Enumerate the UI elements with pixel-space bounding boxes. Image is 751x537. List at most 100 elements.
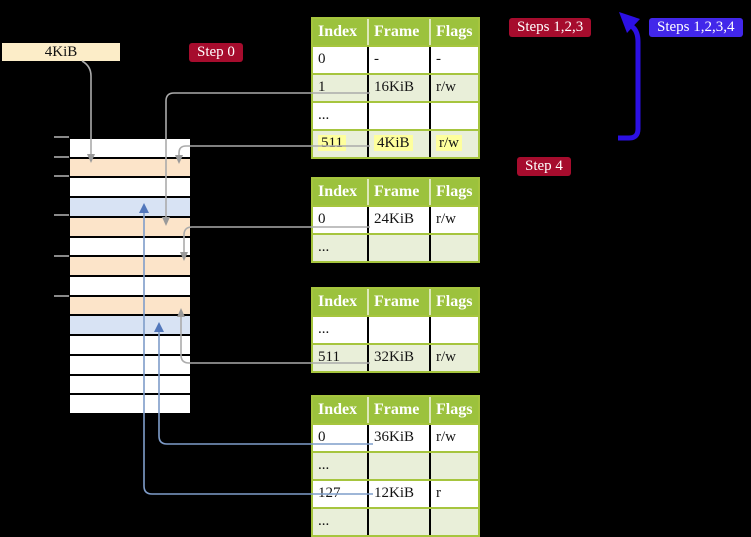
index-cell: ... <box>318 457 330 473</box>
flags-cell: r/w <box>429 75 478 101</box>
table-row: ... <box>313 451 478 479</box>
memory-frame-row-2 <box>70 178 190 199</box>
physical-memory-stack <box>70 137 190 416</box>
axis-tick <box>54 214 69 216</box>
flags-cell <box>429 453 478 479</box>
index-cell: ... <box>318 513 330 529</box>
memory-frame-row-13 <box>70 395 190 416</box>
highlight: 511 <box>318 135 346 151</box>
table-header-row: Index Frame Flags <box>313 289 478 315</box>
index-cell: 127 <box>318 485 341 501</box>
table-row: 0 36KiB r/w <box>313 423 478 451</box>
frame-cell <box>367 103 429 129</box>
recursive-arrow-shaft <box>618 23 641 141</box>
table-row: 127 12KiB r <box>313 479 478 507</box>
memory-frame-row-3 <box>70 198 190 218</box>
column-header: Index <box>318 401 358 418</box>
index-cell: 0 <box>318 429 326 445</box>
memory-frame-row-6 <box>70 257 190 278</box>
table-row: ... <box>313 233 478 261</box>
axis-tick <box>54 175 69 177</box>
index-cell: 511 <box>313 131 367 157</box>
table-header-row: Index Frame Flags <box>313 19 478 45</box>
frame-cell <box>367 317 429 343</box>
frame-cell: 16KiB <box>367 75 429 101</box>
flags-cell: r/w <box>429 131 478 157</box>
memory-frame-row-10 <box>70 336 190 356</box>
memory-frame-row-8 <box>70 296 190 317</box>
column-header: Frame <box>367 289 429 315</box>
memory-frame-row-0 <box>70 139 190 159</box>
column-header: Index <box>318 183 358 200</box>
column-header: Frame <box>367 19 429 45</box>
step-4-badge: Step 4 <box>517 157 571 176</box>
frame-4kib-label-box: 4KiB <box>2 43 120 61</box>
table-row-highlighted: 511 4KiB r/w <box>313 129 478 157</box>
flags-cell: - <box>429 47 478 73</box>
index-cell: 1 <box>318 79 326 95</box>
memory-frame-row-12 <box>70 375 190 396</box>
steps-1234-badge: Steps 1,2,3,4 <box>649 18 743 37</box>
page-table-2: Index Frame Flags 0 24KiB r/w ... <box>311 177 480 263</box>
index-cell: 0 <box>318 211 326 227</box>
table-row: ... <box>313 507 478 535</box>
flags-cell: r <box>429 481 478 507</box>
frame-cell: 32KiB <box>367 345 429 371</box>
table-header-row: Index Frame Flags <box>313 179 478 205</box>
table-header-row: Index Frame Flags <box>313 397 478 423</box>
frame-cell <box>367 509 429 535</box>
memory-frame-row-1 <box>70 158 190 179</box>
table-row: ... <box>313 315 478 343</box>
flags-cell <box>429 317 478 343</box>
frame-cell: 24KiB <box>367 207 429 233</box>
page-table-1: Index Frame Flags 0 - - 1 16KiB r/w ... … <box>311 17 480 159</box>
column-header: Frame <box>367 397 429 423</box>
flags-cell: r/w <box>429 207 478 233</box>
column-header: Flags <box>429 19 478 45</box>
axis-tick <box>54 156 69 158</box>
steps-123-badge: Steps 1,2,3 <box>509 18 592 37</box>
memory-frame-row-9 <box>70 316 190 337</box>
axis-tick <box>54 295 69 297</box>
frame-cell: - <box>367 47 429 73</box>
frame-cell: 4KiB <box>367 131 429 157</box>
flags-cell <box>429 235 478 261</box>
memory-frame-row-4 <box>70 217 190 238</box>
column-header: Index <box>318 23 358 40</box>
page-table-3: Index Frame Flags ... 511 32KiB r/w <box>311 287 480 373</box>
frame-cell <box>367 235 429 261</box>
table-row: 1 16KiB r/w <box>313 73 478 101</box>
flags-cell: r/w <box>429 345 478 371</box>
frame-cell: 12KiB <box>367 481 429 507</box>
column-header: Flags <box>429 397 478 423</box>
highlight: r/w <box>436 135 462 151</box>
index-cell: ... <box>318 107 330 123</box>
memory-frame-row-5 <box>70 237 190 258</box>
flags-cell: r/w <box>429 425 478 451</box>
page-table-4: Index Frame Flags 0 36KiB r/w ... 127 12… <box>311 395 480 537</box>
frame-cell <box>367 453 429 479</box>
highlight: 4KiB <box>374 135 413 151</box>
memory-frame-row-11 <box>70 355 190 376</box>
index-cell: 511 <box>318 349 340 365</box>
step-0-badge: Step 0 <box>189 43 243 62</box>
arrowhead-up-left-icon <box>619 12 640 33</box>
flags-cell <box>429 509 478 535</box>
column-header: Flags <box>429 289 478 315</box>
index-cell: ... <box>318 239 330 255</box>
index-cell: 0 <box>318 51 326 67</box>
table-row: 0 24KiB r/w <box>313 205 478 233</box>
memory-frame-row-7 <box>70 277 190 297</box>
flags-cell <box>429 103 478 129</box>
column-header: Index <box>318 293 358 310</box>
index-cell: ... <box>318 321 330 337</box>
axis-tick <box>54 136 69 138</box>
table-row: 511 32KiB r/w <box>313 343 478 371</box>
column-header: Frame <box>367 179 429 205</box>
table-row: ... <box>313 101 478 129</box>
axis-tick <box>54 255 69 257</box>
column-header: Flags <box>429 179 478 205</box>
recursive-step-arrow <box>618 12 641 141</box>
table-row: 0 - - <box>313 45 478 73</box>
